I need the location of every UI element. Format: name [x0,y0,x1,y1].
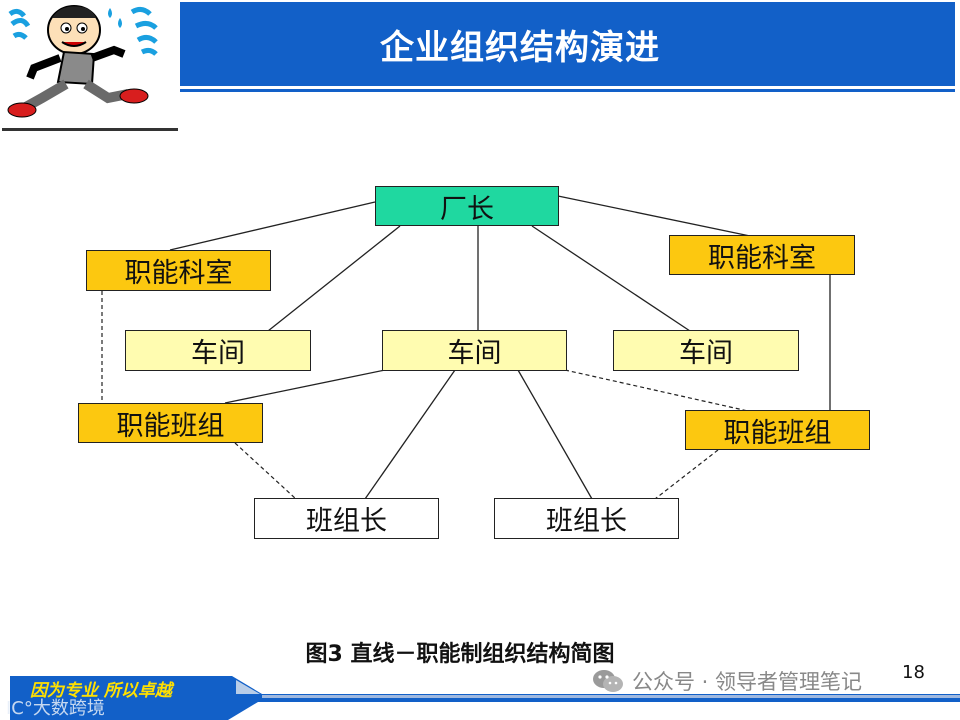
brand-mark: IC°大数跨境 [6,698,105,719]
connector-director-office-right [557,195,751,237]
node-workshop-center: 车间 [382,330,567,371]
node-functional-team-left: 职能班组 [78,403,263,443]
running-man-icon [7,5,158,118]
node-team-leader-right: 班组长 [494,498,679,539]
figure-caption: 图3 直线－职能制组织结构简图 [0,636,960,668]
connector-workshop-leader-right [517,369,593,500]
node-functional-office-right: 职能科室 [669,235,855,275]
footer-strip [10,676,960,720]
watermark: 公众号 · 领导者管理笔记 [592,666,862,696]
node-workshop-right: 车间 [613,330,799,371]
node-functional-team-right: 职能班组 [685,410,870,450]
header-underline [180,89,955,92]
mascot-ground-line [2,128,178,131]
watermark-text: 公众号 · 领导者管理笔记 [632,670,863,694]
connector-workshop-team-left [224,369,386,404]
dashed-team-leader-right [654,449,719,500]
slogan: 因为专业 所以卓越 [30,681,172,701]
node-workshop-left: 车间 [125,330,311,371]
slide-title: 企业组织结构演进 [380,27,660,68]
dashed-workshop-team-right [564,369,749,412]
node-director: 厂长 [375,186,559,226]
page-number: 18 [902,662,925,683]
node-functional-office-left: 职能科室 [86,250,271,291]
node-team-leader-left: 班组长 [254,498,439,539]
connector-workshop-leader-left [364,369,456,500]
wechat-icon [593,670,623,692]
connector-director-workshop-right [531,225,691,332]
connector-director-office-left [169,201,376,251]
connector-director-workshop-left [267,225,401,332]
figure-caption-text: 图3 直线－职能制组织结构简图 [305,642,615,667]
header-bar [180,2,955,86]
dashed-team-leader-left [234,442,297,500]
